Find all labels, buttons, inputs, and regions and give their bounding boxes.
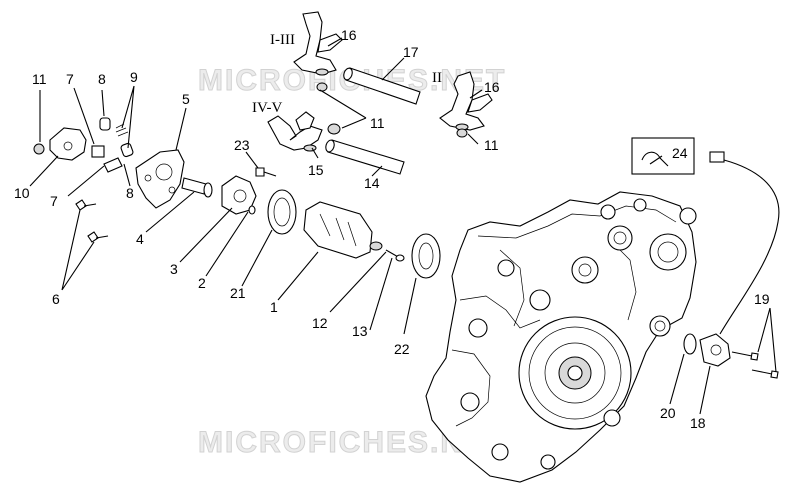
lever-10 xyxy=(33,127,87,161)
callout-18: 18 xyxy=(690,415,706,431)
callout-12: 12 xyxy=(312,315,328,331)
spring-9 xyxy=(115,123,129,137)
screws-19 xyxy=(731,351,779,379)
callout-2: 2 xyxy=(198,275,206,291)
callout-17: 17 xyxy=(403,44,419,60)
sensor-connector xyxy=(709,151,725,163)
pin-13 xyxy=(395,254,405,262)
callout-1: 1 xyxy=(270,299,278,315)
callout-19: 19 xyxy=(754,291,770,307)
callout-6: 6 xyxy=(52,291,60,307)
roller-8-b xyxy=(120,142,134,158)
callout-9: 9 xyxy=(130,69,138,85)
callout-16-b: 16 xyxy=(484,79,500,95)
callout-10: 10 xyxy=(14,185,30,201)
plate-5 xyxy=(135,149,185,209)
selector-drum-1 xyxy=(303,201,383,259)
bolts-6 xyxy=(75,199,109,243)
callout-8-a: 8 xyxy=(98,71,106,87)
pin-4 xyxy=(181,177,213,198)
callout-3: 3 xyxy=(170,261,178,277)
sensor-wire xyxy=(719,159,780,335)
selector-star-3 xyxy=(221,175,257,215)
callout-5: 5 xyxy=(182,91,190,107)
fork-shaft-14 xyxy=(325,139,405,175)
leader-lines xyxy=(29,37,777,415)
callout-7-a: 7 xyxy=(66,71,74,87)
shift-fork-4-5 xyxy=(267,111,323,152)
pin-11-b xyxy=(327,123,341,135)
fork-shaft-17 xyxy=(343,67,421,105)
callout-23: 23 xyxy=(234,137,250,153)
callout-7-b: 7 xyxy=(50,193,58,209)
gear-label-4-5: IV-V xyxy=(252,100,282,116)
pin-11-a xyxy=(316,82,328,92)
o-ring-20 xyxy=(683,333,697,355)
gear-label-1-3: I-III xyxy=(270,32,295,48)
bearing-22 xyxy=(411,233,441,279)
callout-22: 22 xyxy=(394,341,410,357)
pin-11-c xyxy=(456,128,468,138)
block-7 xyxy=(91,145,105,158)
clip-kit-24-box xyxy=(631,137,695,175)
crankcase-half xyxy=(425,191,697,483)
callout-20: 20 xyxy=(660,405,676,421)
callout-21: 21 xyxy=(230,285,246,301)
callout-numbers: 16 17 16 11 11 15 14 11 7 8 9 5 10 7 8 2… xyxy=(14,27,770,431)
bearing-21 xyxy=(267,189,297,235)
gear-sensor-18 xyxy=(699,333,731,367)
bolt-23 xyxy=(255,167,277,177)
callout-14: 14 xyxy=(364,175,380,191)
shift-fork-2 xyxy=(439,71,493,131)
callout-8-b: 8 xyxy=(126,185,134,201)
pin-7 xyxy=(103,157,123,173)
callout-11-b: 11 xyxy=(484,137,499,153)
callout-11-c: 11 xyxy=(32,71,47,87)
callout-24: 24 xyxy=(672,145,688,161)
callout-13: 13 xyxy=(352,323,368,339)
shift-fork-1-3 xyxy=(293,11,343,76)
callout-11-a: 11 xyxy=(370,115,385,131)
callout-16-a: 16 xyxy=(341,27,357,43)
gear-label-2: II xyxy=(432,70,442,86)
callout-15: 15 xyxy=(308,162,324,178)
roller-8 xyxy=(99,117,111,131)
callout-4: 4 xyxy=(136,231,144,247)
